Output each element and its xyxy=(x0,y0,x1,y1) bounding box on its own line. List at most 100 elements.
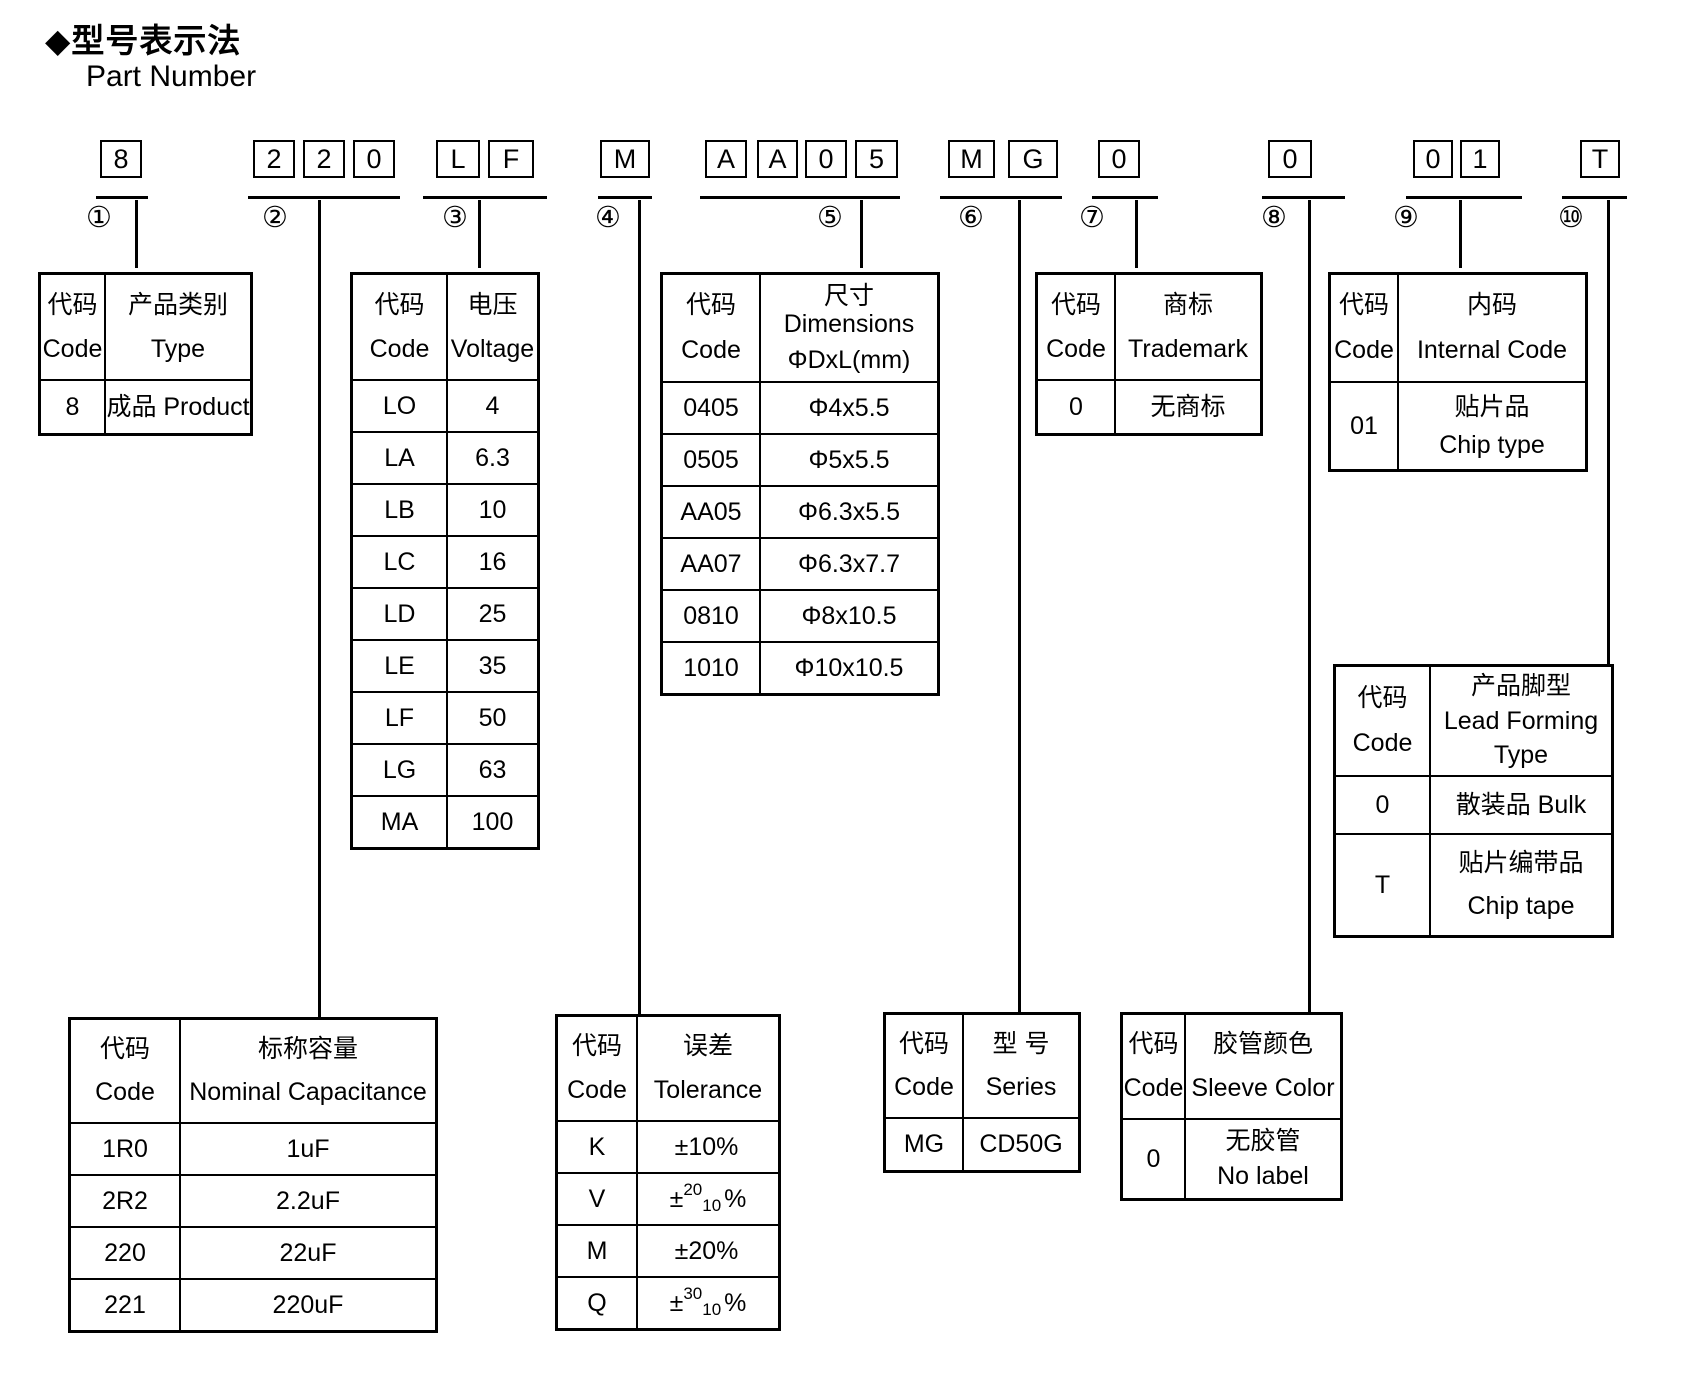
code-char-box: 2 xyxy=(253,140,295,178)
table-cell: 6.3 xyxy=(475,443,510,472)
table-cell: Q xyxy=(558,1278,638,1328)
table-cell: 22uF xyxy=(279,1238,337,1267)
table-cell: 1R0 xyxy=(71,1124,181,1174)
table-cell: Φ6.3x7.7 xyxy=(798,549,900,578)
table-cell: LF xyxy=(353,693,448,743)
table-cell: 221 xyxy=(71,1280,181,1330)
table-cell: MA xyxy=(353,797,448,847)
group-underline xyxy=(1092,196,1158,199)
code-char-box: 2 xyxy=(303,140,345,178)
table-cell: 成品 Product xyxy=(106,392,250,421)
code-char-box: 0 xyxy=(805,140,847,178)
table-cell: 01 xyxy=(1331,383,1399,469)
group-number-badge: ④ xyxy=(595,202,621,234)
table-cell: 63 xyxy=(478,755,507,784)
table-cell: ±20% xyxy=(674,1236,739,1265)
connector-line-3 xyxy=(478,200,481,268)
table-cell: 0 xyxy=(1336,777,1431,833)
table-cell: AA05 xyxy=(663,487,761,537)
connector-line-4 xyxy=(638,200,641,1014)
group-underline xyxy=(1262,196,1345,199)
code-char-box: T xyxy=(1580,140,1620,178)
code-char-box: 0 xyxy=(1413,140,1453,178)
table-cell: T xyxy=(1336,835,1431,935)
table-cell: 1010 xyxy=(663,643,761,693)
table-cell: 220uF xyxy=(272,1290,344,1319)
group-underline xyxy=(1562,196,1627,199)
code-char-box: A xyxy=(705,140,747,178)
table-cell: Φ4x5.5 xyxy=(808,393,890,422)
table-cell: 2R2 xyxy=(71,1176,181,1226)
group-number-badge: ⑩ xyxy=(1558,202,1584,234)
page-title-en: Part Number xyxy=(86,60,257,93)
code-char-box: A xyxy=(757,140,798,178)
table-cell: CD50G xyxy=(979,1130,1063,1159)
group-underline xyxy=(423,196,547,199)
table-cell: 100 xyxy=(471,807,514,836)
table-cell: 8 xyxy=(41,381,106,433)
table-cell: LC xyxy=(353,537,448,587)
connector-line-9 xyxy=(1459,200,1462,268)
code-char-box: 0 xyxy=(353,140,395,178)
table-cell: Φ10x10.5 xyxy=(794,653,904,682)
table-cell: LD xyxy=(353,589,448,639)
connector-line-10 xyxy=(1607,200,1610,664)
table-cell: Φ6.3x5.5 xyxy=(798,497,900,526)
code-char-box: M xyxy=(600,140,650,178)
table-cell: K xyxy=(558,1122,638,1172)
group-underline xyxy=(940,196,1062,199)
group-number-badge: ⑥ xyxy=(958,202,984,234)
group-number-badge: ① xyxy=(86,202,112,234)
code-char-box: L xyxy=(436,140,480,178)
table-cell: 0810 xyxy=(663,591,761,641)
table-cell: 0 xyxy=(1123,1120,1186,1198)
connector-line-6 xyxy=(1018,200,1021,1012)
table-cell: 散装品 Bulk xyxy=(1455,790,1587,819)
group-underline xyxy=(96,196,148,199)
code-char-box: 1 xyxy=(1460,140,1500,178)
table-cell: LO xyxy=(353,381,448,431)
connector-line-1 xyxy=(135,200,138,268)
group-number-badge: ⑧ xyxy=(1261,202,1287,234)
table-cell: Φ5x5.5 xyxy=(808,445,890,474)
code-char-box: 0 xyxy=(1098,140,1140,178)
code-char-box: 8 xyxy=(100,140,142,178)
group-number-badge: ⑨ xyxy=(1393,202,1419,234)
table-cell: 35 xyxy=(478,651,507,680)
connector-line-2 xyxy=(318,200,321,1017)
connector-line-5 xyxy=(860,200,863,268)
table-cell: AA07 xyxy=(663,539,761,589)
table-cell: M xyxy=(558,1226,638,1276)
table-cell: MG xyxy=(886,1119,964,1170)
code-char-box: F xyxy=(488,140,534,178)
group-number-badge: ③ xyxy=(442,202,468,234)
table-cell: Φ8x10.5 xyxy=(801,601,897,630)
table-cell: 16 xyxy=(478,547,507,576)
table-cell: LA xyxy=(353,433,448,483)
group-underline xyxy=(598,196,652,199)
table-cell: LG xyxy=(353,745,448,795)
code-char-box: M xyxy=(948,140,995,178)
